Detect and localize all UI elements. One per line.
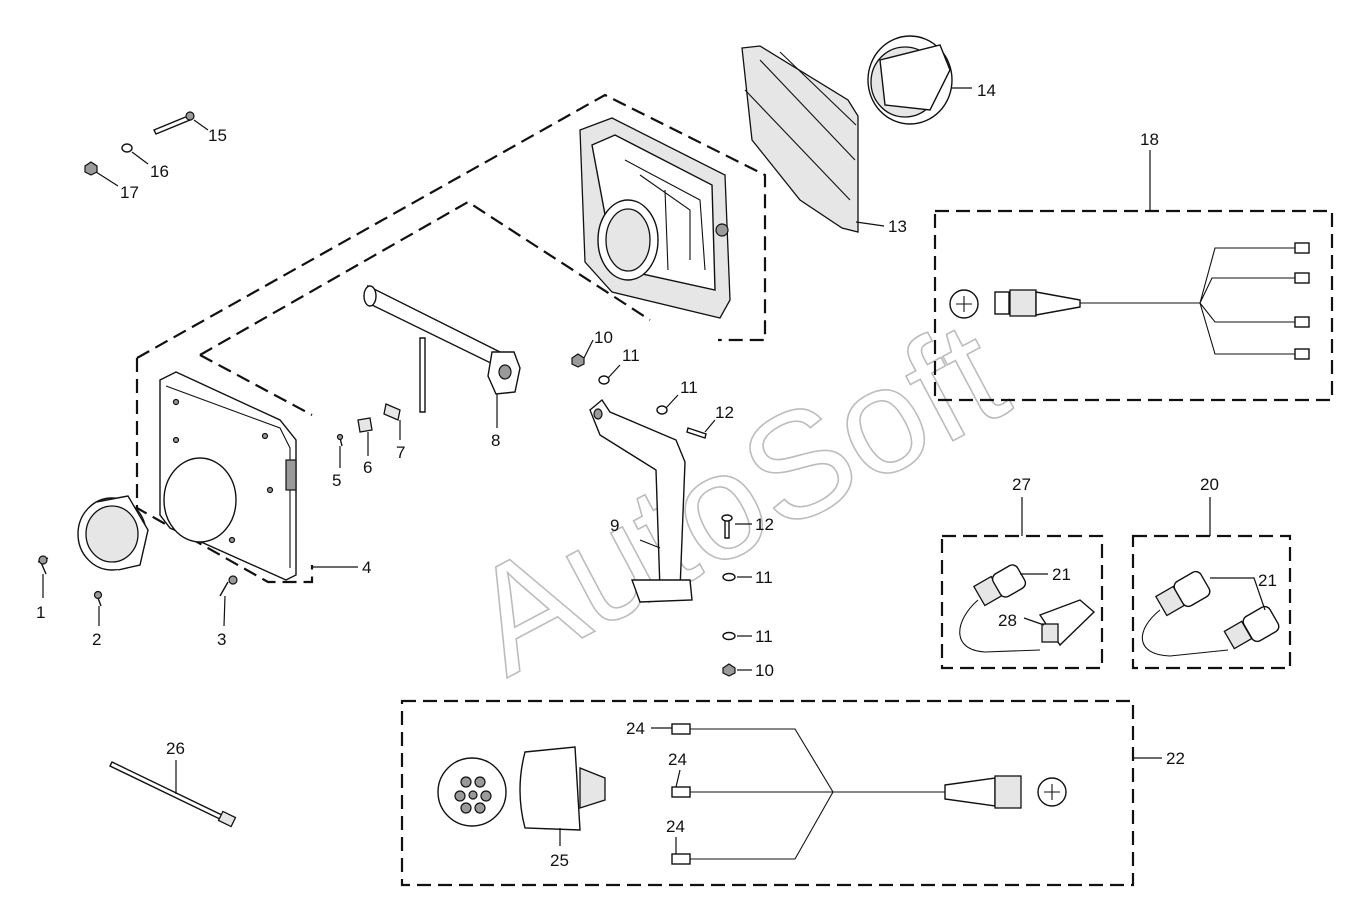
callout-22: 22	[1166, 749, 1185, 768]
socket-harness-22-outline	[400, 699, 1135, 887]
callout-11b: 11	[680, 378, 698, 397]
callout-12a: 12	[715, 403, 734, 422]
callout-leader-lines	[42, 87, 1266, 854]
cable-27-part	[959, 564, 1096, 653]
cable-27-outline	[940, 534, 1104, 670]
callout-5: 5	[332, 471, 341, 490]
callout-6: 6	[363, 458, 372, 477]
cable-tie-part	[109, 761, 237, 828]
fastener-parts	[571, 353, 736, 677]
callout-3: 3	[217, 630, 226, 649]
front-cover-part	[159, 371, 297, 581]
round-lamp-part	[867, 35, 953, 125]
cable-20-part	[1141, 570, 1280, 657]
callout-16: 16	[150, 162, 169, 181]
callout-26: 26	[166, 739, 185, 758]
callout-18: 18	[1140, 130, 1159, 149]
round-lamp-cap-part	[77, 495, 149, 571]
callout-10b: 10	[755, 661, 774, 680]
callout-11d: 11	[755, 627, 773, 646]
callout-25: 25	[550, 851, 569, 870]
callout-28: 28	[998, 611, 1017, 630]
mounting-tube-part	[363, 284, 521, 413]
rear-housing-part	[579, 117, 731, 319]
callout-15: 15	[208, 126, 227, 145]
lens-part	[741, 45, 859, 233]
callout-24b: 24	[668, 750, 687, 769]
callout-2: 2	[92, 630, 101, 649]
callout-9: 9	[610, 516, 619, 535]
callout-24a: 24	[626, 719, 645, 738]
bolt-washer-nut-parts	[84, 111, 195, 176]
callout-4: 4	[362, 558, 371, 577]
harness-18-part	[949, 242, 1310, 360]
front-cover-group-outline	[199, 354, 313, 416]
callout-20: 20	[1200, 475, 1219, 494]
cable-20-outline	[1131, 534, 1292, 670]
mounting-bracket-part	[589, 398, 693, 603]
callout-1: 1	[36, 603, 45, 622]
callout-11a: 11	[622, 346, 640, 365]
callout-24c: 24	[666, 817, 685, 836]
callout-12b: 12	[755, 515, 774, 534]
callout-21a: 21	[1052, 565, 1071, 584]
watermark-text: AutoSoft	[443, 288, 1030, 706]
callout-10a: 10	[594, 328, 613, 347]
callout-21b: 21	[1258, 571, 1277, 590]
callout-8: 8	[491, 431, 500, 450]
screw-parts	[37, 555, 238, 607]
callout-13: 13	[888, 217, 907, 236]
rear-housing-group-outline	[135, 93, 767, 584]
callout-14: 14	[977, 81, 996, 100]
callout-11c: 11	[755, 568, 773, 587]
socket-harness-22-part	[437, 723, 1067, 865]
callout-17: 17	[120, 183, 139, 202]
clip-parts	[336, 403, 401, 447]
harness-18-outline	[933, 209, 1334, 402]
callout-27: 27	[1012, 475, 1031, 494]
callout-7: 7	[396, 443, 405, 462]
